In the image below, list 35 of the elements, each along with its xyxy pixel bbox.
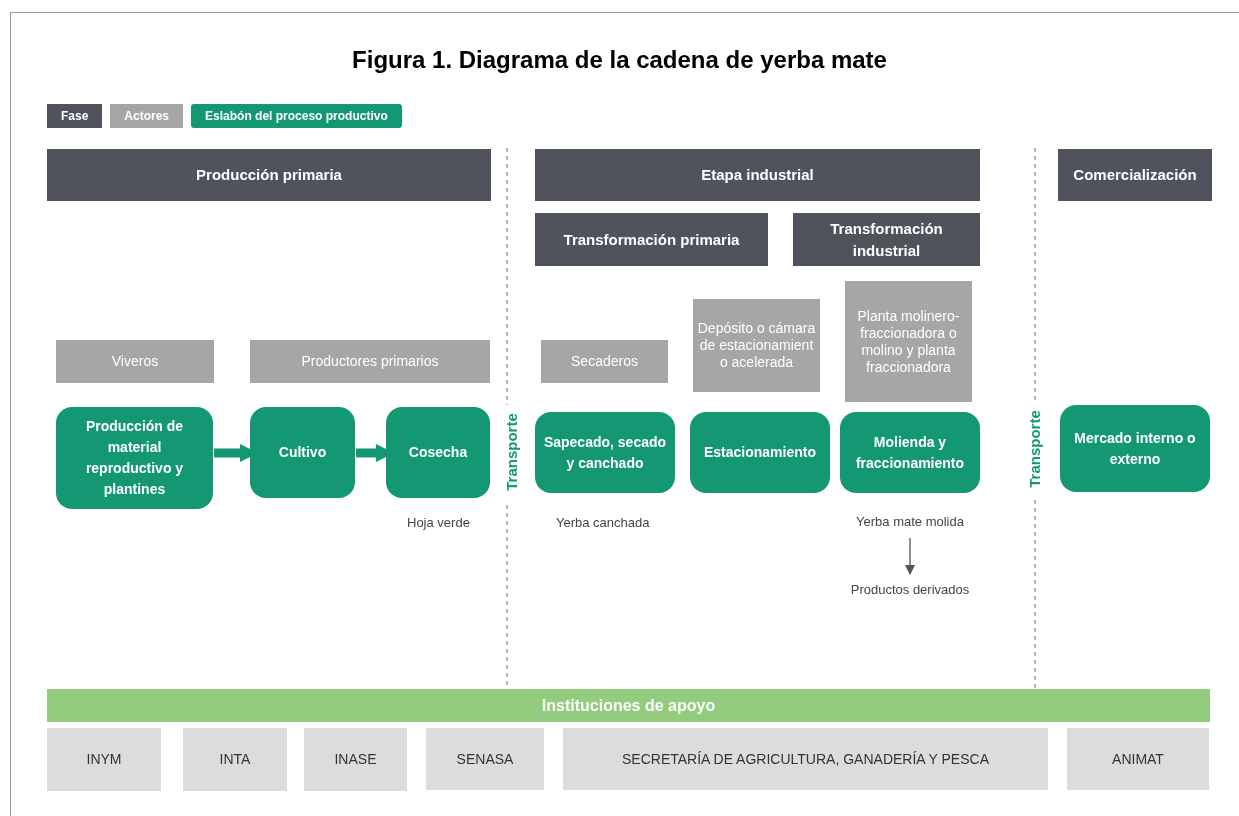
phase-header: Producción primaria [47,149,491,201]
arrow [905,537,915,575]
actor-box: Depósito o cámara de estacionamient o acelerada [693,299,820,392]
process-box: Molienda y fraccionamiento [840,412,980,493]
legend-swatch: Actores [110,104,184,128]
institution-box: ANIMAT [1067,728,1209,790]
institution-box: INTA [183,728,287,791]
phase-header: Etapa industrial [535,149,980,201]
output-text: Productos derivados [835,580,985,600]
actor-box: Secaderos [541,340,668,383]
institution-box: SENASA [426,728,544,790]
process-box: Producción de material reproductivo y plantines [56,407,213,509]
actor-box: Productores primarios [250,340,490,383]
process-box: Sapecado, secado y canchado [535,412,675,493]
phase-header: Comercialización [1058,149,1212,201]
legend-swatch: Eslabón del proceso productivo [191,104,402,128]
institution-box: INASE [304,728,407,791]
institution-box: INYM [47,728,161,791]
institution-box: SECRETARÍA DE AGRICULTURA, GANADERÍA Y PESCA [563,728,1048,790]
output-text: Hoja verde [407,514,470,532]
process-box: Estacionamiento [690,412,830,493]
phase-header: Transformación industrial [793,213,980,266]
transport-label: Transporte [1026,410,1044,488]
output-text: Yerba canchada [556,514,650,532]
process-box: Mercado interno o externo [1060,405,1210,492]
actor-box: Viveros [56,340,214,383]
transport-label: Transporte [503,413,521,491]
actor-box: Planta molinero-fraccionadora o molino y planta fraccionadora [845,281,972,402]
process-box: Cultivo [250,407,355,498]
legend-swatch: Fase [47,104,103,128]
process-box: Cosecha [386,407,490,498]
phase-header: Transformación primaria [535,213,768,266]
diagram-title: Figura 1. Diagrama de la cadena de yerba mate [351,45,888,75]
support-band: Instituciones de apoyo [47,689,1210,722]
output-text: Yerba mate molida [845,512,975,532]
